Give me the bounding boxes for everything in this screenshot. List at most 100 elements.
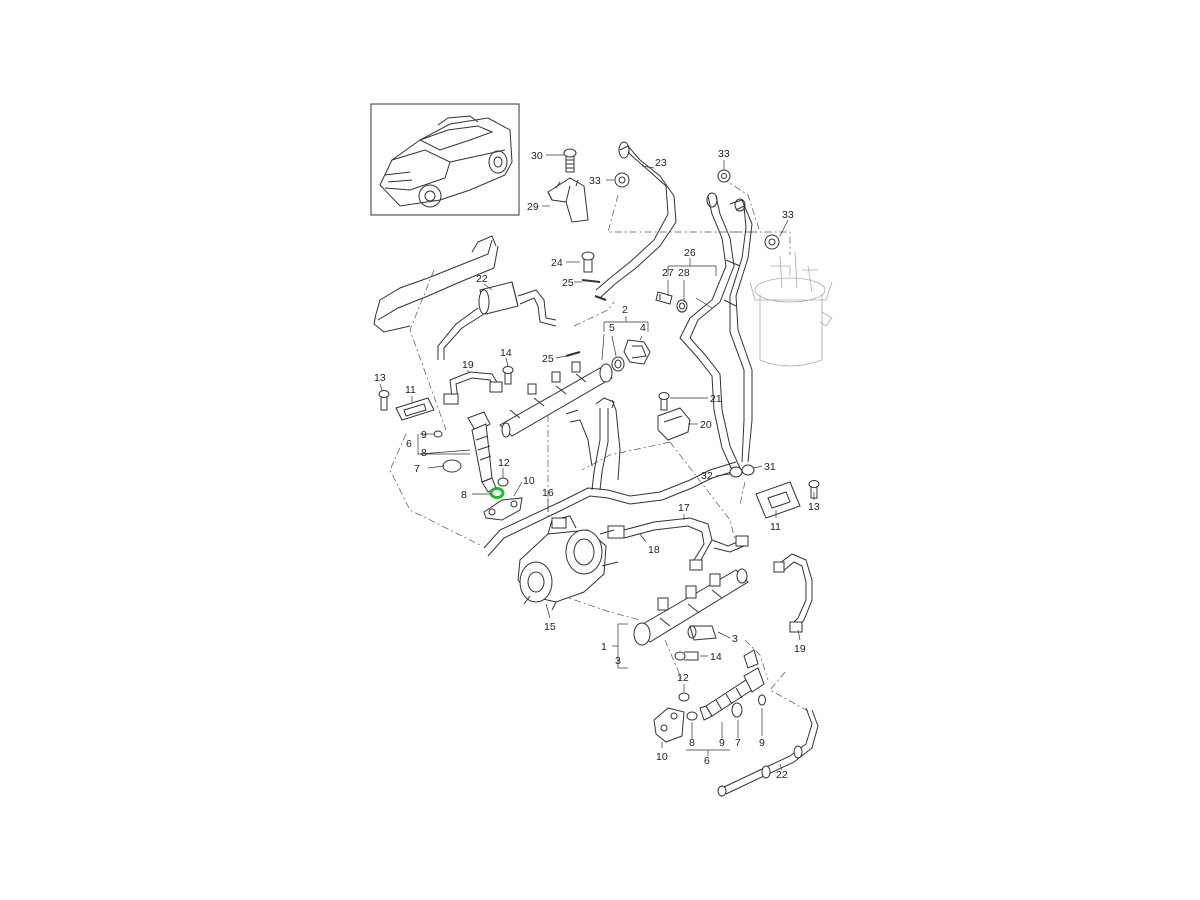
callout-31: 31 [764,461,776,473]
clamp-10-right [653,707,685,743]
callout-33: 33 [718,148,730,160]
callout-19: 19 [462,359,474,371]
pressure-sensor-3 [687,625,717,641]
callout-24: 24 [551,257,563,269]
clamp-10-left [483,497,523,521]
hose-clamp-33-c [764,234,780,250]
callout-8: 8 [689,737,695,749]
callout-6: 6 [704,755,710,767]
o-ring-7-left [442,459,462,473]
assembly-guide-lines [389,177,811,713]
o-ring-9-right [758,694,766,706]
pin-25-upper [581,279,607,301]
callout-8: 8 [421,447,427,459]
high-pressure-line-18 [607,517,749,571]
hose-clamp-32 [729,466,743,478]
seal-8-left-highlighted [489,487,505,499]
callout-12: 12 [498,457,510,469]
return-hose-23 [595,141,677,299]
fuel-rail-upper [499,361,613,438]
callout-21: 21 [710,393,722,405]
seal-8-right [686,711,698,721]
injector-line-19-upper [443,371,503,405]
bolt-14-upper [502,366,514,385]
hose-clamp-31 [741,464,755,476]
callout-14: 14 [500,347,512,359]
callout-33: 33 [782,209,794,221]
nut-12-right [678,692,690,702]
callout-9: 9 [719,737,725,749]
callout-20: 20 [700,419,712,431]
clamp-plate-11-left [395,397,435,421]
callout-26: 26 [684,247,696,259]
callout-18: 18 [648,544,660,556]
pin-25-lower [565,351,581,357]
callout-2: 2 [622,304,628,316]
callout-11: 11 [770,521,781,533]
fuel-filter-housing [749,251,833,367]
callout-4: 4 [640,322,646,334]
callout-28: 28 [678,267,690,279]
callout-25: 25 [542,353,554,365]
callout-1: 1 [601,641,607,653]
callout-30: 30 [531,150,543,162]
callout-8: 8 [461,489,467,501]
bolt-21 [658,392,670,411]
callout-10: 10 [523,475,535,487]
callout-12: 12 [677,672,689,684]
hose-bundle-26 [679,192,753,471]
callout-32: 32 [701,470,713,482]
o-ring-9-left [433,430,443,438]
clamp-plate-11-right [755,481,801,519]
injector-6-left [467,411,497,493]
sensor-20 [657,407,691,441]
callout-22: 22 [776,769,788,781]
leak-off-line-22-lower [717,707,819,797]
nut-12-left [497,477,509,487]
callout-5: 5 [609,322,615,334]
bracket-29 [547,177,589,223]
callout-25: 25 [562,277,574,289]
pressure-sensor-4 [623,339,651,365]
bolt-14-lower [674,651,699,661]
vehicle-icon [379,115,513,208]
callout-22: 22 [476,273,488,285]
callout-23: 23 [655,157,667,169]
injector-6-right [699,649,765,721]
high-pressure-line-16 [483,397,739,557]
callout-labels: 30 33 23 33 29 33 24 25 22 26 27 28 2 5 … [374,148,820,781]
o-ring-7-right [731,702,743,718]
high-pressure-pump-15 [517,515,619,611]
bolt-13-left [378,390,390,411]
callout-15: 15 [544,621,556,633]
callout-9: 9 [421,429,427,441]
injector-line-19-lower [773,553,813,633]
callout-14: 14 [710,651,722,663]
callout-16: 16 [542,487,554,499]
callout-11: 11 [405,384,416,396]
callout-33: 33 [589,175,601,187]
callout-13: 13 [374,372,386,384]
callout-13: 13 [808,501,820,513]
callout-19: 19 [794,643,806,655]
vehicle-thumbnail [370,103,520,216]
callout-7: 7 [735,737,741,749]
callout-9: 9 [759,737,765,749]
leak-off-valve-22 [478,281,519,315]
callout-27: 27 [662,267,674,279]
hose-clamp-33-b [717,169,731,183]
callout-7: 7 [414,463,420,475]
bolt-30 [563,148,577,173]
callout-6: 6 [406,438,412,450]
seal-ring-5 [611,356,625,372]
leader-lines [379,154,815,771]
callout-3: 3 [615,655,621,667]
bolt-24 [581,251,595,273]
callout-17: 17 [678,502,690,514]
high-pressure-line-17 [565,409,593,467]
callout-29: 29 [527,201,539,213]
callout-3: 3 [732,633,738,645]
fuel-rail-lower [633,568,749,646]
seal-ring-28 [676,299,688,313]
